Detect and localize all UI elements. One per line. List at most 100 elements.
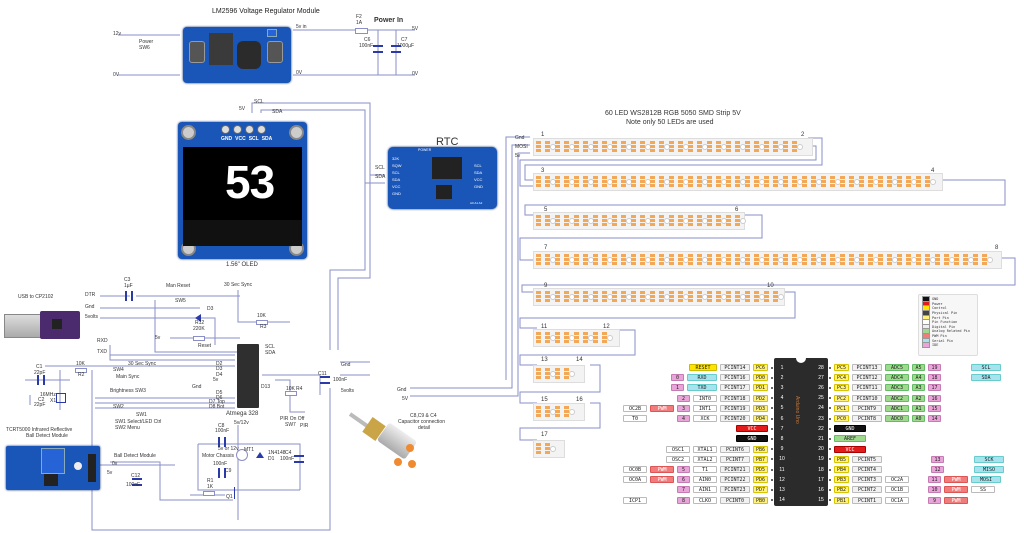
led-pad — [564, 299, 569, 302]
r3-ref: R3 — [260, 324, 267, 330]
pin-function: RESET — [688, 364, 717, 371]
physical-pin-number: 27 — [818, 374, 824, 381]
led-pad — [621, 215, 626, 218]
led-strip-segment — [533, 173, 943, 191]
pin-dot — [771, 468, 773, 471]
led-pad — [536, 258, 541, 261]
pin-function: TXD — [686, 384, 717, 392]
led-pad — [574, 258, 579, 261]
led-pad — [697, 141, 702, 144]
led-pad — [621, 141, 626, 144]
pin-dot — [771, 499, 773, 502]
led-strip-segment — [533, 288, 785, 306]
led-pad — [574, 262, 579, 265]
led-pad — [773, 184, 778, 187]
mcu-net-d2: D2 — [216, 361, 223, 367]
oled-pin-scl: SCL — [248, 136, 259, 142]
pin-dot — [829, 366, 831, 369]
led-pad — [688, 258, 693, 261]
led-pad — [536, 295, 541, 298]
led-pad — [583, 295, 588, 298]
ide-pin-number: 10 — [928, 486, 942, 494]
serial-function: SCL — [971, 364, 1002, 371]
led-pad — [669, 291, 674, 294]
usb-title: USB to CP2102 — [18, 294, 54, 300]
led-pad — [612, 223, 617, 226]
led-pad — [564, 184, 569, 187]
eeprom-chip-icon — [436, 185, 452, 199]
led-pad — [707, 215, 712, 218]
led-pad — [963, 262, 968, 265]
usb-pin-dtr: DTR — [85, 292, 96, 298]
led-pad — [621, 258, 626, 261]
power-out-5v: 5V — [412, 26, 419, 32]
led-pad — [726, 262, 731, 265]
led-pad — [954, 258, 959, 261]
led-pad — [545, 184, 550, 187]
ide-pin-number: 7 — [676, 486, 690, 494]
r3-value: 10K — [257, 313, 266, 319]
led-pad — [564, 410, 569, 413]
physical-pin-number: 25 — [818, 395, 824, 402]
led-pad — [906, 176, 911, 179]
led-pad — [583, 332, 588, 335]
led-pad — [783, 258, 788, 261]
physical-pin-number: 18 — [818, 466, 824, 473]
mcu-net-d4: D4 — [216, 372, 223, 378]
physical-pin-number: 16 — [818, 486, 824, 493]
c7-capacitor-icon — [391, 45, 401, 53]
led-pad — [954, 254, 959, 257]
led-pad — [764, 254, 769, 257]
pcint-label: PCINT6 — [719, 445, 750, 453]
led-pad — [545, 215, 550, 218]
pcint-label: PCINT22 — [719, 476, 750, 484]
power-switch-label: Power — [139, 39, 154, 45]
pir-label: PIR — [300, 423, 309, 429]
strip-marker-11: 11 — [541, 324, 548, 330]
comparator-chip-icon — [44, 474, 58, 486]
led-pad — [583, 180, 588, 183]
physical-pin-number: 17 — [818, 476, 824, 483]
led-pad — [897, 184, 902, 187]
led-pad — [764, 141, 769, 144]
oled-net-5v: 5V — [239, 106, 246, 112]
d1-ref: D1 — [268, 456, 275, 462]
led-pad — [536, 410, 541, 413]
led-pad — [878, 258, 883, 261]
led-pad — [612, 254, 617, 257]
led-pad — [631, 299, 636, 302]
led-pad — [640, 295, 645, 298]
c11-ref: C11 — [318, 371, 327, 377]
led-pad — [849, 184, 854, 187]
led-pad — [659, 215, 664, 218]
led-pad — [735, 219, 740, 222]
led-pad — [640, 184, 645, 187]
regulator-title: LM2596 Voltage Regulator Module — [212, 8, 320, 15]
led-pad — [849, 262, 854, 265]
c2-value: 22pF — [34, 402, 46, 408]
led-pad — [707, 149, 712, 152]
led-pad — [669, 215, 674, 218]
oled-pin-vcc: VCC — [235, 136, 246, 142]
led-pad — [545, 443, 550, 446]
led-pad — [840, 262, 845, 265]
c4-value: 100nF — [280, 456, 295, 462]
tcrt5000-module — [6, 446, 100, 490]
led-pad — [602, 295, 607, 298]
led-pad — [593, 149, 598, 152]
led-pad — [764, 180, 769, 183]
rtc-module: 32K SQW SCL SDA VCC GND POWER SCL SDA VC… — [388, 147, 497, 209]
cap-note-line2: Capacitor connection — [398, 419, 445, 425]
led-pad — [754, 180, 759, 183]
led-pad — [688, 219, 693, 222]
led-pad — [678, 258, 683, 261]
pin-dot — [829, 417, 831, 420]
c9-ref: C9 — [225, 468, 232, 474]
led-pad — [602, 291, 607, 294]
led-pad — [707, 180, 712, 183]
led-pad — [612, 215, 617, 218]
led-pad — [593, 223, 598, 226]
led-strip-segment — [533, 251, 1002, 269]
led-pad — [536, 141, 541, 144]
